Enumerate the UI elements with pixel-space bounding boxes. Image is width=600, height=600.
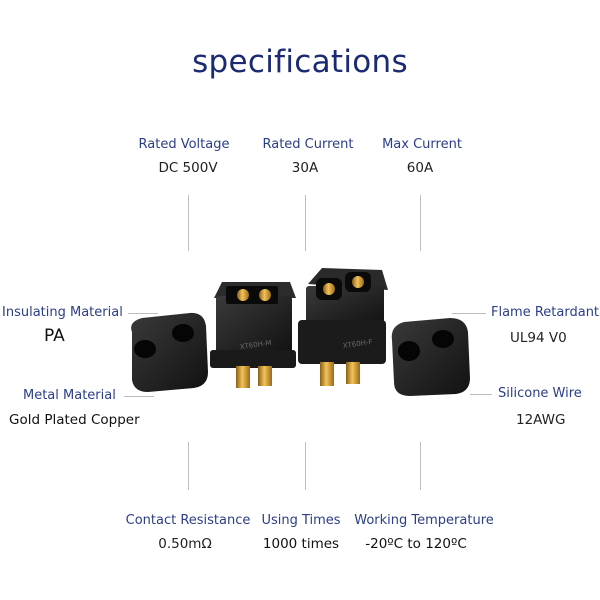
rated-current-value: 30A: [291, 160, 319, 176]
using-times-label: Using Times: [261, 513, 341, 528]
leader-line: [420, 442, 421, 490]
leader-line: [124, 396, 154, 397]
metal-material-value: Gold Plated Copper: [9, 412, 140, 428]
max-current-label: Max Current: [382, 137, 462, 152]
flame-retardant-label: Flame Retardant: [491, 305, 600, 320]
leader-line: [470, 394, 492, 395]
leader-line: [305, 195, 306, 251]
leader-line: [420, 195, 421, 251]
female-marking: XT60H-F: [342, 338, 372, 350]
flame-retardant-value: UL94 V0: [510, 330, 567, 346]
male-connector: XT60H-M: [210, 282, 296, 388]
contact-resistance-value: 0.50mΩ: [158, 536, 212, 552]
working-temperature-label: Working Temperature: [354, 513, 494, 528]
rated-voltage-label: Rated Voltage: [138, 137, 230, 152]
male-marking: XT60H-M: [239, 339, 271, 351]
metal-material-label: Metal Material: [23, 388, 116, 403]
rated-voltage-value: DC 500V: [158, 160, 218, 176]
leader-line: [305, 442, 306, 490]
leader-line: [188, 442, 189, 490]
leader-line: [188, 195, 189, 251]
max-current-value: 60A: [406, 160, 434, 176]
page-title: specifications: [192, 44, 408, 80]
insulating-material-label: Insulating Material: [2, 305, 123, 320]
female-connector: XT60H-F: [298, 268, 388, 386]
leader-line: [452, 313, 486, 314]
working-temperature-value: -20ºC to 120ºC: [365, 536, 467, 552]
rated-current-label: Rated Current: [262, 137, 354, 152]
using-times-value: 1000 times: [262, 536, 340, 552]
leader-line: [128, 313, 158, 314]
right-sleeve: [391, 318, 470, 396]
left-sleeve: [131, 312, 208, 392]
silicone-wire-value: 12AWG: [516, 412, 566, 428]
contact-resistance-label: Contact Resistance: [125, 513, 251, 528]
silicone-wire-label: Silicone Wire: [498, 386, 582, 401]
insulating-material-value: PA: [44, 326, 65, 346]
